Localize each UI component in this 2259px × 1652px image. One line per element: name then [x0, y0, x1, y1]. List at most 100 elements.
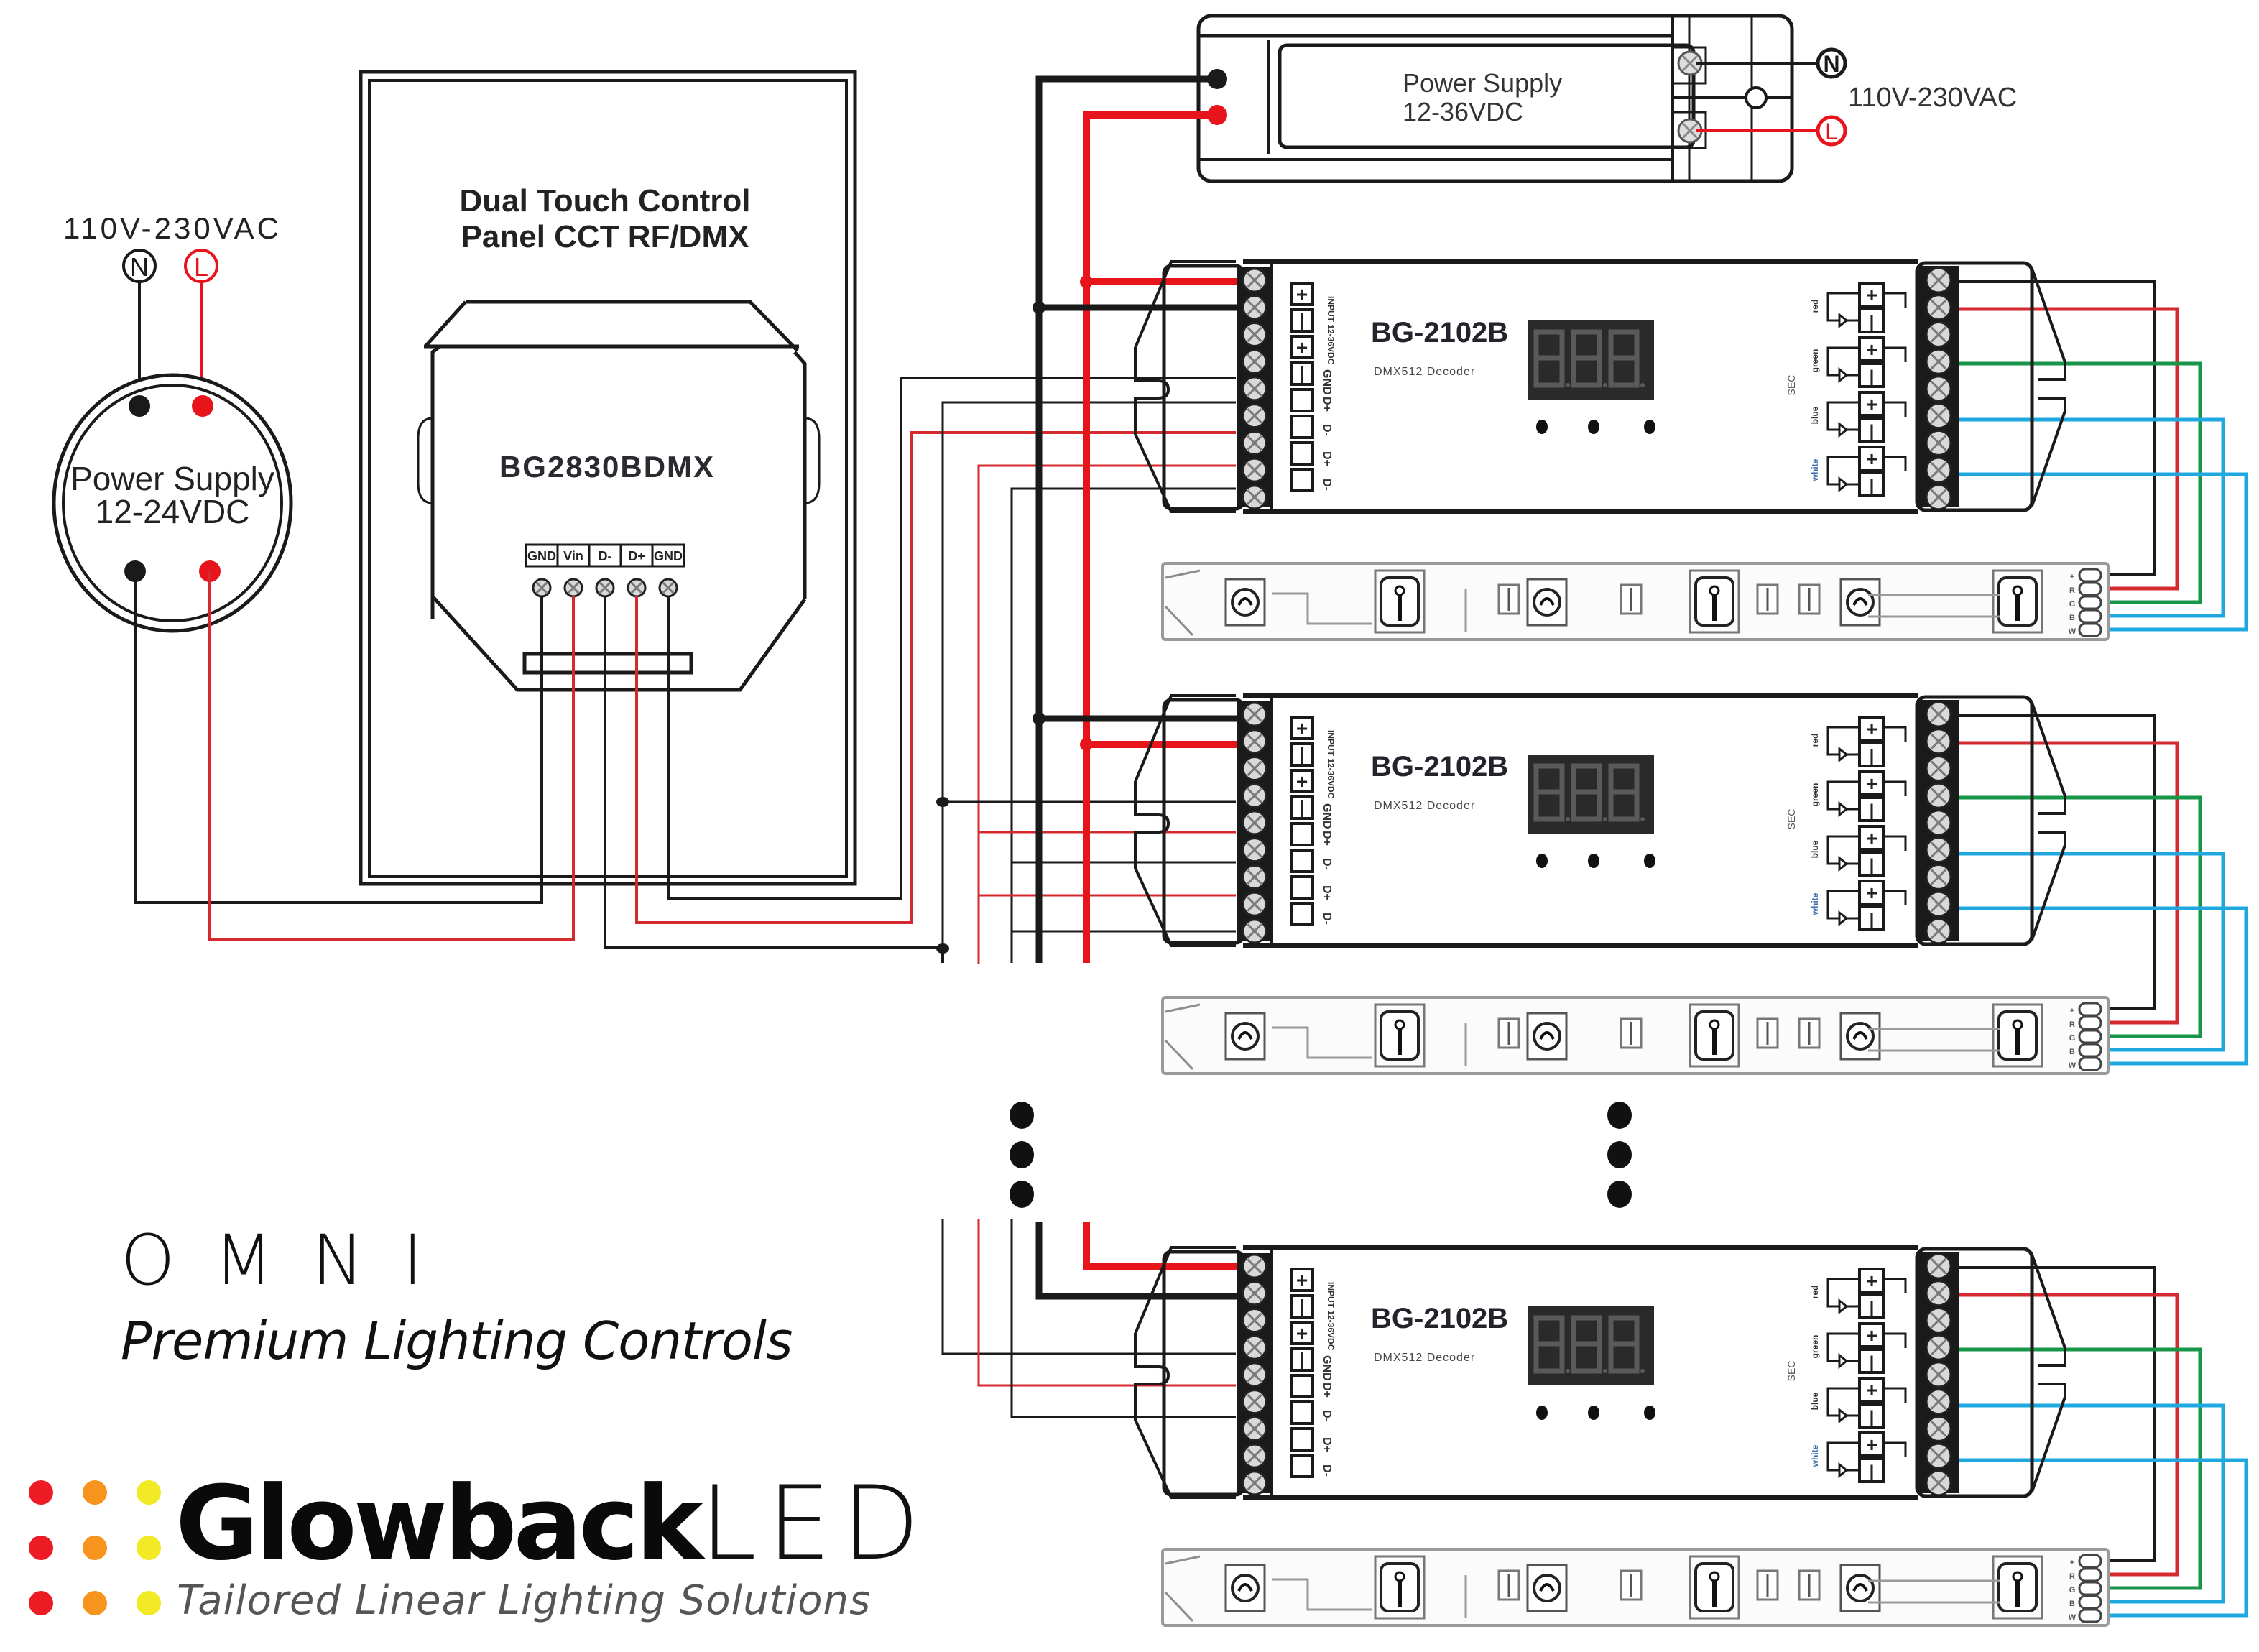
- decoder-input-screw-icon: [1242, 349, 1267, 374]
- strip-solder-pad-w: W: [2069, 1056, 2102, 1071]
- decoder-left-cap-outline: [1134, 1246, 1236, 1368]
- decoder-channel-label: green: [1810, 1335, 1820, 1359]
- svg-text:D-: D-: [1321, 1410, 1333, 1422]
- top-ps-label-line2: 12-36VDC: [1403, 97, 1523, 126]
- panel-terminal-label: D+: [628, 549, 645, 563]
- decoder-input-terminal-sign: +: [1296, 336, 1308, 359]
- decoder-output-screw-icon: [1925, 1280, 1952, 1307]
- decoder-output-screw-icon: [1925, 1306, 1952, 1334]
- svg-text:SEC: SEC: [1786, 1361, 1797, 1382]
- decoder-input-terminal-box: [1290, 415, 1314, 439]
- logo-dot: [29, 1591, 53, 1615]
- decoder-output-screw-icon: [1925, 1334, 1952, 1361]
- decoder-input-terminal-box: [1290, 308, 1314, 333]
- svg-text:G: G: [2069, 600, 2076, 609]
- logo-dot: [137, 1480, 161, 1505]
- decoder-output-terminal-box: [1858, 770, 1885, 796]
- led-diode-icon: [1838, 910, 1849, 927]
- decoder-dmx-label: D+: [1321, 1437, 1333, 1452]
- resistor-icon: [1756, 1569, 1779, 1601]
- touch-panel-title-line1: Dual Touch Control: [460, 183, 751, 218]
- decoder-input-terminal-sign: |: [1299, 797, 1305, 819]
- decoder-output-channel-blue: blue+|: [1810, 391, 1907, 443]
- decoder-left-housing: [1162, 1250, 1245, 1497]
- touch-panel-group: Dual Touch Control Panel CCT RF/DMX BG28…: [359, 70, 857, 886]
- decoder-channel-label: green: [1810, 349, 1820, 373]
- led-diode-icon: [1838, 800, 1849, 818]
- decoder-model-label: BG-2102B: [1371, 1303, 1508, 1334]
- decoder-input-screw-icon: [1242, 1307, 1267, 1333]
- decoder-output-screw-icon: [1925, 1252, 1952, 1280]
- decoder-input-voltage-label: INPUT 12-36VDC: [1326, 730, 1336, 799]
- svg-text:D-: D-: [1321, 479, 1333, 491]
- led-diode-icon: [1838, 1298, 1849, 1315]
- wire-strip-blue-2: [1939, 852, 2225, 1052]
- decoder-input-terminal-box: [1290, 1321, 1314, 1345]
- decoder-input-screw-icon: [1242, 810, 1267, 836]
- decoder-button-icon: [1588, 420, 1599, 434]
- top-neutral-terminal-icon: N: [1816, 47, 1847, 79]
- decoder-channel-label: red: [1810, 300, 1820, 313]
- decoder-dmx-label: D+: [1321, 831, 1333, 846]
- led-diode-icon: [1838, 855, 1849, 872]
- decoder-input-terminal-sign: +: [1296, 283, 1308, 305]
- decoder-output-screw-icon: [1925, 1361, 1952, 1388]
- svg-text:|: |: [1870, 422, 1875, 441]
- led-chip-icon: [1839, 1012, 1881, 1061]
- decoder-input-screw-icon: [1242, 484, 1267, 510]
- wire-dc-positive-decoder-3: [1083, 1222, 1250, 1270]
- decoder-output-channel-white: white+|: [1810, 1431, 1907, 1483]
- decoder-output-terminal-box: [1858, 308, 1885, 333]
- svg-text:L: L: [1825, 119, 1838, 144]
- decoder-output-terminal-box: [1858, 1377, 1885, 1403]
- svg-text:+: +: [1866, 1324, 1877, 1347]
- led-diode-icon: [1838, 1407, 1849, 1424]
- decoder-output-channel-green: green+|: [1810, 770, 1907, 822]
- panel-terminal-d-: D-: [588, 543, 622, 598]
- svg-text:D-: D-: [1321, 424, 1333, 436]
- decoder-input-screw-icon: [1242, 1334, 1267, 1360]
- decoder-input-terminal-box: [1290, 441, 1314, 466]
- decoder-output-group-label: SEC: [1786, 809, 1797, 830]
- decoder-output-terminal-box: [1858, 1457, 1885, 1483]
- decoder-display-value: 8.8.8.: [0, 0, 2, 1]
- led-chip-icon: [1224, 1012, 1266, 1061]
- wires-layer: [134, 75, 2248, 1618]
- panel-terminal-screw-icon: [563, 578, 583, 598]
- decoder-right-housing: [1915, 695, 2034, 946]
- decoder-output-screw-icon: [1925, 267, 1952, 294]
- decoder-input-screw-icon: [1242, 783, 1267, 808]
- continuation-ellipsis-right-icon: [1607, 1102, 1632, 1208]
- wire-strip-green-3: [1939, 1347, 2202, 1590]
- decoder-subtitle: DMX512 Decoder: [1374, 366, 1475, 378]
- decoder-input-screw-icon: [1242, 918, 1267, 944]
- decoder-input-terminal-box: [1290, 468, 1314, 492]
- wire-dplus-out-2: [977, 894, 1236, 964]
- decoder-button-icon: [1536, 420, 1548, 434]
- resistor-icon: [1798, 1569, 1821, 1601]
- led-driver-chip-icon: [1992, 1003, 2043, 1068]
- resistor-icon: [1497, 1017, 1520, 1049]
- strip-solder-pad-b: B: [2069, 609, 2102, 624]
- decoder-output-terminal-box: [1858, 1403, 1885, 1429]
- wire-panel-dplus-bus: [635, 431, 1236, 924]
- left-ps-label-line2: 12-24VDC: [96, 493, 250, 530]
- wire-dplus-tap-3: [977, 1219, 1236, 1387]
- power-supply-round-body: [52, 373, 293, 633]
- wire-strip-white-1: [1939, 472, 2248, 632]
- decoder-input-screw-icon: [1242, 295, 1267, 320]
- svg-text:N: N: [1823, 51, 1839, 77]
- decoder-left-cap-outline: [1134, 1383, 1236, 1499]
- led-driver-chip-icon: [1374, 1003, 1426, 1068]
- decoder-subtitle: DMX512 Decoder: [1374, 1352, 1475, 1364]
- decoders-layer: +|+|INPUT 12-36VDCGNDD+D-D+D-BG-2102BDMX…: [0, 0, 2066, 1500]
- live-terminal-icon: L: [184, 249, 218, 283]
- decoder-input-terminal-box: [1290, 1347, 1314, 1372]
- svg-text:SEC: SEC: [1786, 809, 1797, 830]
- decoder-output-group-label: SEC: [1786, 375, 1797, 396]
- decoder-input-screw-icon: [1242, 1443, 1267, 1469]
- wire-panel-gnd-bus: [667, 377, 1236, 900]
